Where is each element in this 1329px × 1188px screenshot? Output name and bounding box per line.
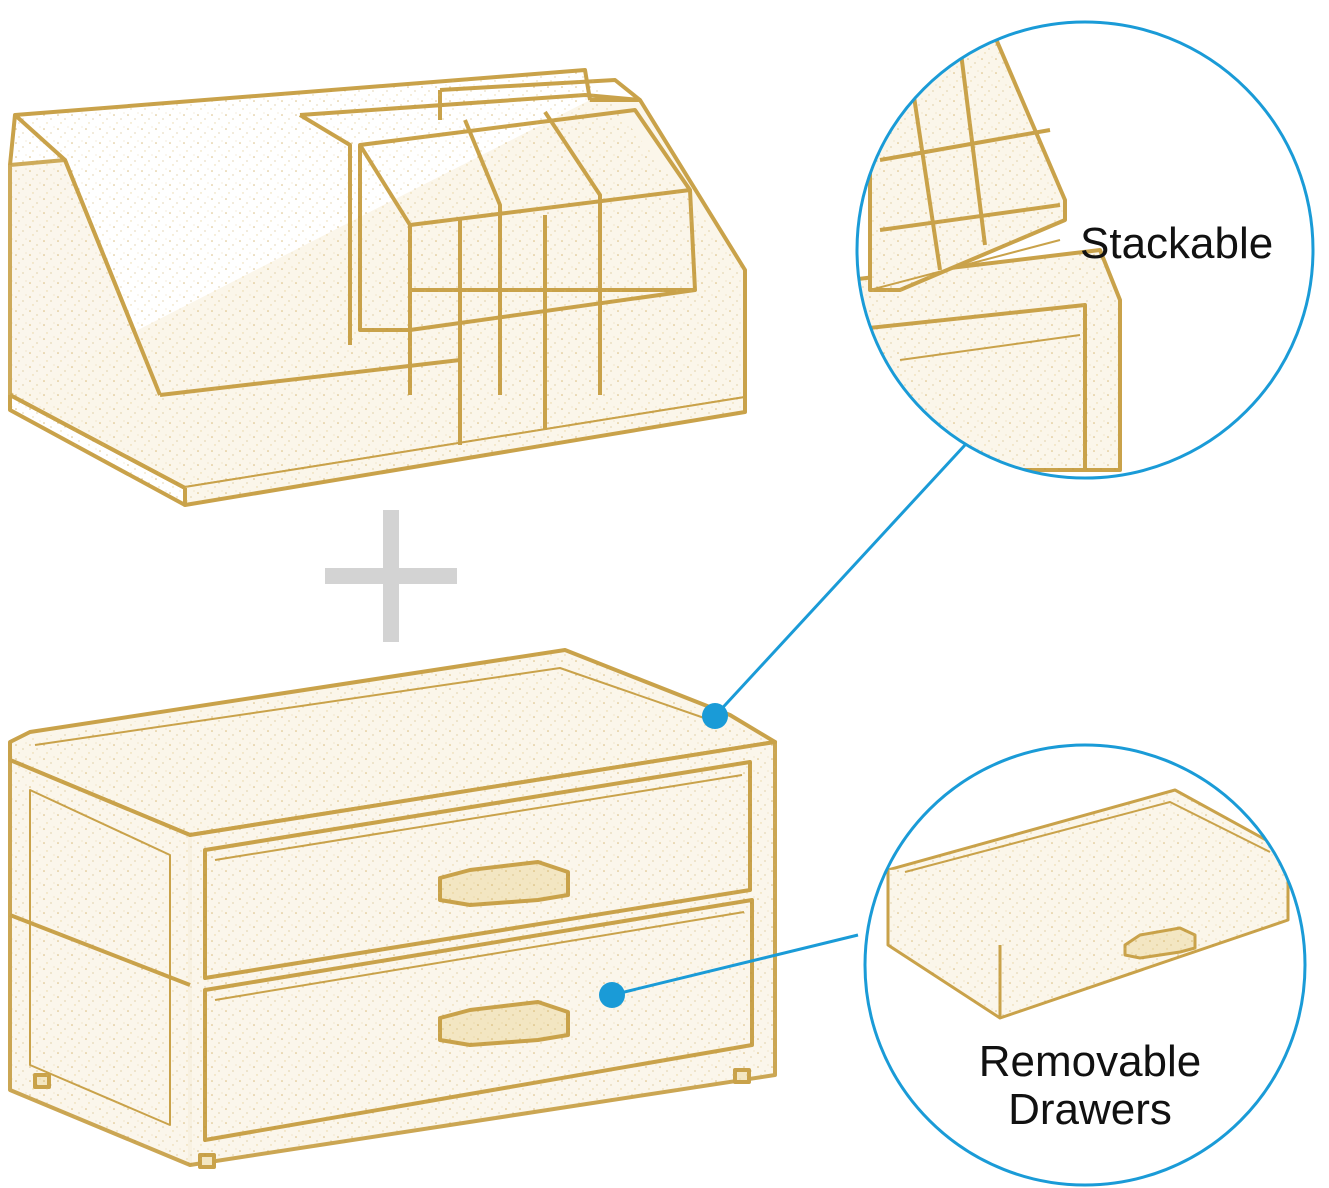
callout-circle-stackable — [855, 20, 1315, 480]
callout-connector-stackable — [702, 443, 967, 729]
callout-circle-removable — [863, 743, 1307, 1187]
removable-drawers-label-line2: Drawers — [1008, 1085, 1172, 1134]
drawer-unit-glitter — [10, 650, 775, 1165]
plus-icon — [325, 510, 457, 642]
callout-connector-removable — [599, 933, 859, 1008]
removable-drawers-label: Removable Drawers — [930, 1038, 1250, 1134]
top-organizer-glitter — [10, 70, 745, 505]
stackable-label: Stackable — [1080, 219, 1274, 268]
removable-drawers-label-line1: Removable — [978, 1037, 1202, 1086]
